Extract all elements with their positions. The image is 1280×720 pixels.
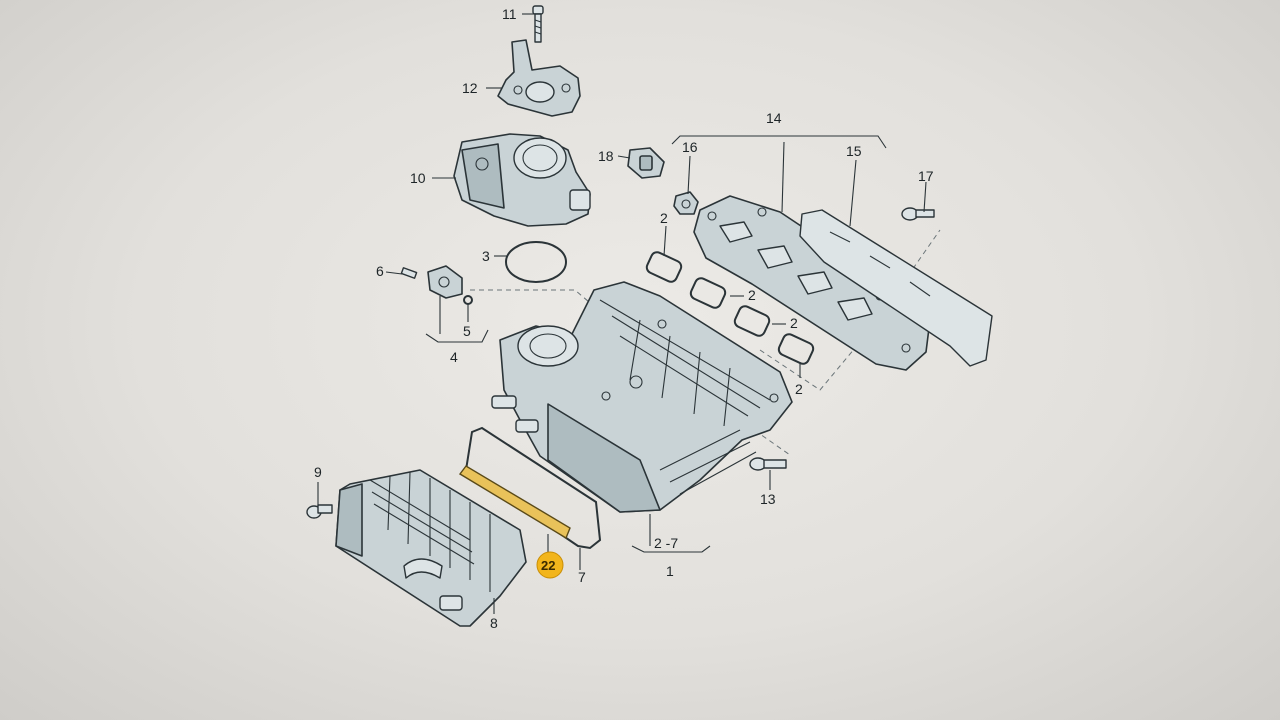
brackets — [425, 135, 887, 553]
part-9-bolt[interactable] — [306, 504, 333, 519]
part-3-o-ring[interactable] — [505, 241, 567, 283]
callout-22: 22 — [541, 558, 555, 573]
callout-13: 13 — [760, 491, 776, 507]
callout-22-badge[interactable]: 22 — [536, 551, 564, 579]
callout-9: 9 — [314, 464, 322, 480]
callout-2c: 2 — [790, 315, 798, 331]
callout-15: 15 — [846, 143, 862, 159]
part-13-bolt[interactable] — [749, 457, 787, 471]
part-5-seal[interactable] — [463, 295, 473, 305]
callout-2b: 2 — [748, 287, 756, 303]
part-12-bracket[interactable] — [497, 39, 581, 117]
callout-2-7: 2 -7 — [654, 535, 678, 551]
part-2-gaskets[interactable] — [645, 250, 815, 365]
part-6-screw[interactable] — [400, 267, 418, 279]
part-1-intake-manifold[interactable] — [491, 281, 793, 513]
part-8-charge-air-cooler[interactable] — [335, 469, 527, 627]
callout-2d: 2 — [795, 381, 803, 397]
part-16-sensor[interactable] — [673, 191, 699, 215]
callout-4: 4 — [450, 349, 458, 365]
callout-labels: 11 12 10 3 18 16 14 15 17 6 5 4 2 2 2 2 … — [314, 6, 934, 631]
part-17-bolt[interactable] — [901, 207, 935, 221]
part-15-gasket[interactable] — [799, 209, 993, 367]
callout-3: 3 — [482, 248, 490, 264]
callout-14: 14 — [766, 110, 782, 126]
callout-5: 5 — [463, 323, 471, 339]
part-10-throttle-body[interactable] — [453, 133, 591, 227]
leader-lines — [317, 13, 927, 614]
callout-2a: 2 — [660, 210, 668, 226]
callout-12: 12 — [462, 80, 478, 96]
callout-16: 16 — [682, 139, 698, 155]
callout-17: 17 — [918, 168, 934, 184]
part-11-bolt[interactable] — [532, 5, 544, 43]
callout-6: 6 — [376, 263, 384, 279]
part-18-sensor[interactable] — [627, 147, 665, 179]
part-4-sensor-assembly[interactable] — [427, 265, 463, 299]
callout-18: 18 — [598, 148, 614, 164]
callout-11: 11 — [502, 6, 517, 22]
part-22-seal-strip[interactable] — [458, 465, 571, 540]
callout-1: 1 — [666, 563, 674, 579]
callout-8: 8 — [490, 615, 498, 631]
part-14-manifold-gasket[interactable] — [693, 195, 931, 371]
callout-10: 10 — [410, 170, 426, 186]
callout-7: 7 — [578, 569, 586, 585]
